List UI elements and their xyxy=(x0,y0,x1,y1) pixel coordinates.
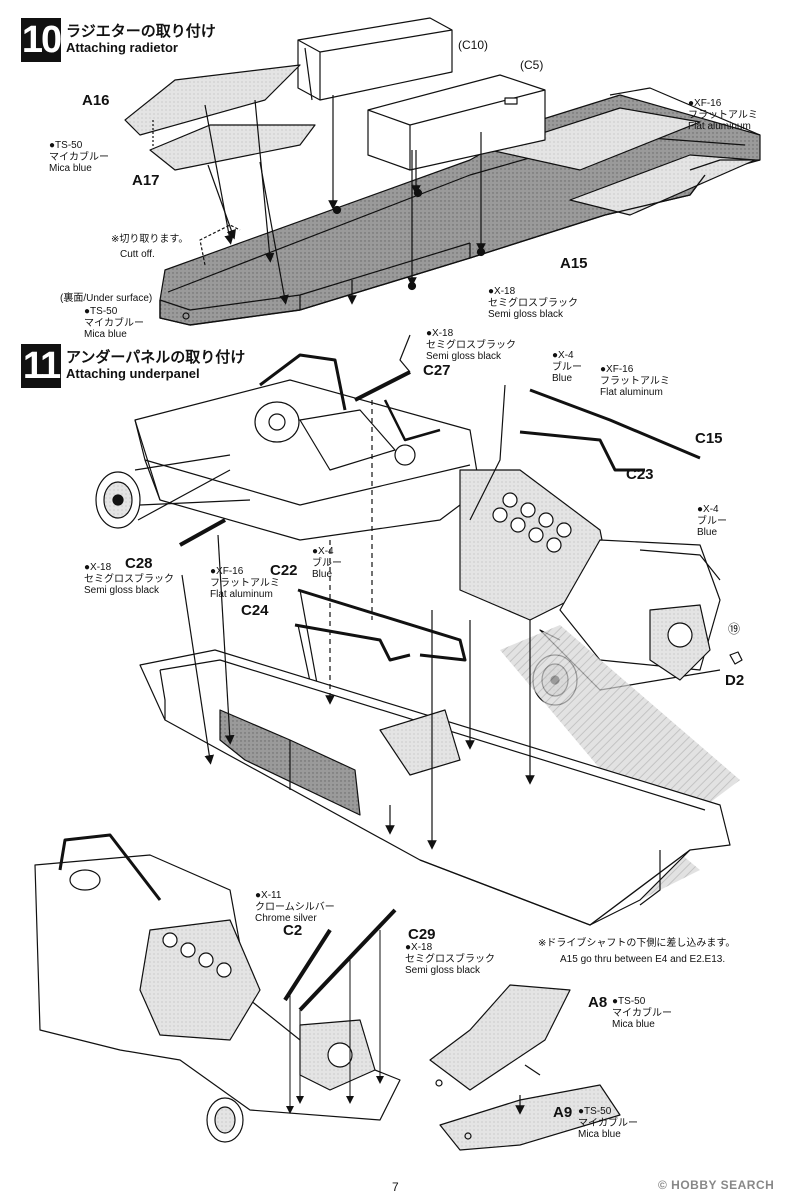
part-label-c29: C29 xyxy=(408,926,436,943)
step-number-11: 11 xyxy=(21,344,61,388)
part-label-c27: C27 xyxy=(423,362,451,379)
roll-hoop xyxy=(259,353,347,411)
part-label-circled-19: ⑲ xyxy=(728,622,741,636)
part-label-c5: (C5) xyxy=(520,58,544,72)
watermark: © HOBBY SEARCH xyxy=(658,1178,775,1192)
bracket-c28 xyxy=(179,518,226,547)
radiator-c10 xyxy=(297,17,453,101)
underpanel-sidepod xyxy=(379,709,461,776)
part-label-c2: C2 xyxy=(283,922,303,939)
step11-art xyxy=(34,334,743,1151)
bracket-c29 xyxy=(298,908,397,1012)
step-title-en-11: Attaching underpanel xyxy=(66,366,200,381)
bracket-c2 xyxy=(283,928,332,1002)
note-cutoff-jp: ※切り取ります。 xyxy=(111,234,189,245)
undertray-strip-1 xyxy=(489,107,701,171)
steering-wheel xyxy=(254,401,300,443)
bracket-c27 xyxy=(354,370,411,402)
lower-roll-hoop xyxy=(58,833,162,901)
step-title-en-10: Attaching radietor xyxy=(66,40,178,55)
wing-a16 xyxy=(124,64,301,136)
step-title-jp-11: アンダーパネルの取り付け xyxy=(66,349,246,366)
page-number: 7 xyxy=(392,1180,399,1194)
underpanel xyxy=(139,649,731,926)
radiator-c5 xyxy=(367,74,546,171)
part-label-c28: C28 xyxy=(125,555,153,572)
part-label-c22: C22 xyxy=(270,562,298,579)
part-label-c15: C15 xyxy=(695,430,723,447)
pipe-c24 xyxy=(294,623,411,662)
step10-art xyxy=(124,17,761,326)
part-label-a17: A17 xyxy=(132,172,160,189)
step-title-jp-10: ラジエターの取り付け xyxy=(66,23,216,40)
part-label-a9: A9 xyxy=(553,1104,573,1121)
note-cutoff-en: Cutt off. xyxy=(120,249,155,260)
pipe-c15 xyxy=(529,388,701,460)
note-under-surface: (裏面/Under surface) xyxy=(60,293,153,304)
part-label-c24: C24 xyxy=(241,602,269,619)
intake-trumpets xyxy=(492,492,572,553)
pipe-c22 xyxy=(297,588,467,662)
part-label-c23: C23 xyxy=(626,466,654,483)
note-driveshaft-jp: ※ドライブシャフトの下側に差し込みます。 xyxy=(538,938,736,949)
note-driveshaft-en: A15 go thru between E4 and E2.E13. xyxy=(560,954,726,965)
part-label-a16: A16 xyxy=(82,92,110,109)
chassis-tub xyxy=(134,379,481,541)
pipe-c23 xyxy=(519,430,645,472)
part-label-a8: A8 xyxy=(588,994,608,1011)
wing-a17 xyxy=(149,124,316,171)
lower-intakes xyxy=(162,932,232,978)
diffuser-a8 xyxy=(429,984,571,1091)
lower-engine xyxy=(139,919,261,1041)
part-label-c10: (C10) xyxy=(458,38,489,52)
part-label-a15: A15 xyxy=(560,255,588,272)
step-number-10: 10 xyxy=(21,18,62,62)
part-label-d2: D2 xyxy=(725,672,745,689)
